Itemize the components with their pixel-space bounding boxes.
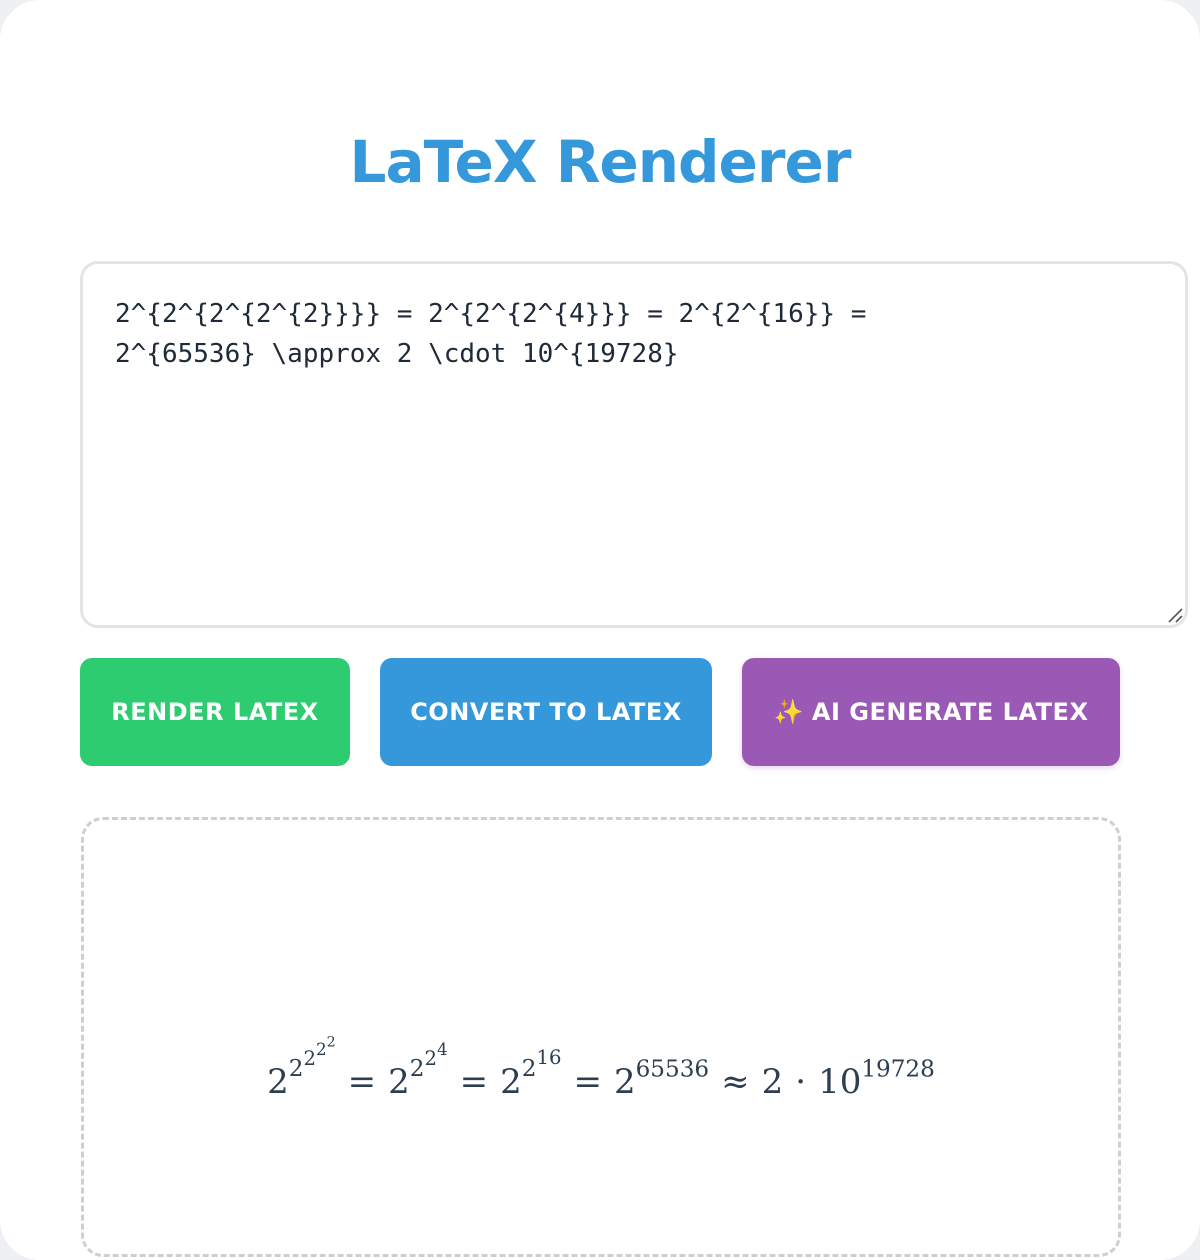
- ai-generate-latex-button[interactable]: ✨AI Generate LaTeX: [742, 658, 1120, 766]
- equals-sign: =: [347, 1061, 377, 1102]
- resize-handle-icon[interactable]: [1166, 606, 1184, 624]
- page-title: LaTeX Renderer: [349, 128, 852, 196]
- convert-to-latex-label: Convert to LaTeX: [410, 698, 682, 726]
- convert-to-latex-button[interactable]: Convert to LaTeX: [380, 658, 712, 766]
- latex-input-textarea[interactable]: 2^{2^{2^{2^{2}}}} = 2^{2^{2^{4}}} = 2^{2…: [80, 261, 1188, 628]
- tail-term: 2·1019728: [761, 1056, 935, 1102]
- render-latex-label: Render LaTeX: [111, 698, 319, 726]
- approx-sign: ≈: [721, 1061, 750, 1102]
- term-3: 2216: [500, 1046, 562, 1102]
- latex-input-line-1: 2^{2^{2^{2^{2}}}} = 2^{2^{2^{4}}} = 2^{2…: [115, 299, 867, 329]
- sparkles-icon: ✨: [773, 698, 804, 726]
- rendered-equation: 22222 = 2224 = 2216 = 265536 ≈2·1019728: [84, 1034, 1118, 1102]
- latex-input-line-2: 2^{65536} \approx 2 \cdot 10^{19728}: [115, 339, 679, 369]
- equals-sign: =: [459, 1061, 489, 1102]
- equals-sign: =: [573, 1061, 602, 1102]
- term-2: 2224: [388, 1038, 448, 1102]
- ai-generate-latex-label: AI Generate LaTeX: [811, 698, 1089, 726]
- rendered-output-panel: 22222 = 2224 = 2216 = 265536 ≈2·1019728: [81, 817, 1121, 1257]
- term-1: 22222: [267, 1034, 336, 1102]
- term-4: 265536: [613, 1056, 710, 1102]
- render-latex-button[interactable]: Render LaTeX: [80, 658, 350, 766]
